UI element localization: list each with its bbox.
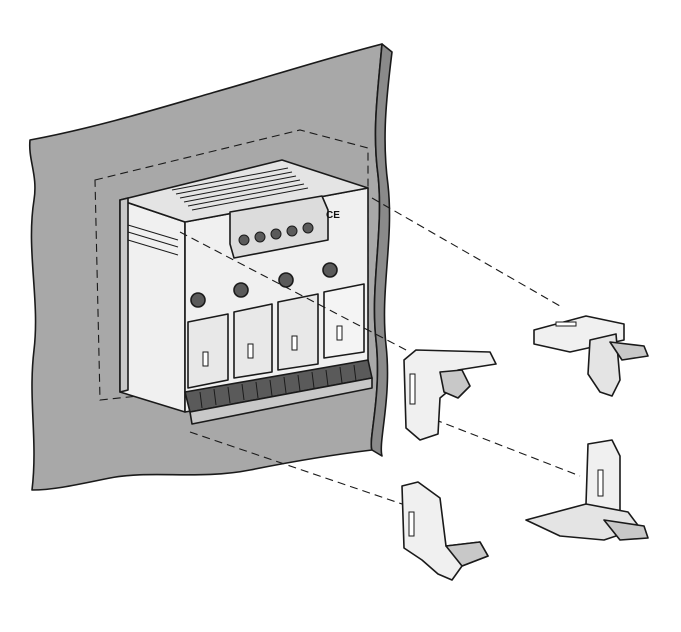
mounting-clip-4	[525, 439, 649, 541]
mounting-clip-2	[533, 315, 649, 397]
mounting-clip-3	[401, 481, 489, 581]
panel-edge	[370, 43, 393, 457]
ce-mark-label: CE	[326, 210, 340, 221]
clip-1-slot	[409, 373, 416, 405]
device-side-strip	[119, 197, 129, 393]
clip-3-slot	[408, 511, 415, 537]
bottom-terminal-separators	[199, 364, 357, 409]
clip-4-tab	[603, 519, 649, 541]
bottom-terminal-lip	[189, 377, 373, 425]
alignment-line-bottom	[189, 431, 406, 506]
ventilation-slots	[171, 167, 309, 211]
module-3-indicator	[291, 335, 298, 351]
top-terminal-body	[229, 195, 329, 259]
clip-2-leg	[587, 333, 621, 397]
alignment-line-top-left	[179, 231, 411, 353]
mounting-clip-1	[403, 349, 497, 441]
module-4-indicator	[336, 325, 343, 341]
adjustment-knobs	[190, 262, 338, 308]
front-modules	[187, 283, 365, 389]
clip-2-slot	[555, 321, 577, 327]
clip-2-tab	[609, 341, 649, 361]
clip-3-body	[401, 481, 489, 581]
alignment-line-top-right	[371, 197, 561, 307]
top-terminal-screws	[238, 222, 314, 246]
module-2	[233, 303, 273, 379]
device-front-face	[119, 199, 186, 413]
module-3	[277, 293, 319, 371]
clip-3-foot	[445, 541, 489, 567]
side-slots	[127, 224, 179, 256]
clip-4-slot	[597, 469, 604, 497]
module-1-indicator	[202, 351, 209, 367]
bottom-terminal-strip	[184, 359, 373, 425]
module-1	[187, 313, 229, 389]
module-2-indicator	[247, 343, 254, 359]
module-4	[323, 283, 365, 359]
relay-device: CE	[119, 159, 373, 425]
clip-1-hook	[439, 369, 471, 399]
top-terminal-block	[229, 195, 329, 259]
